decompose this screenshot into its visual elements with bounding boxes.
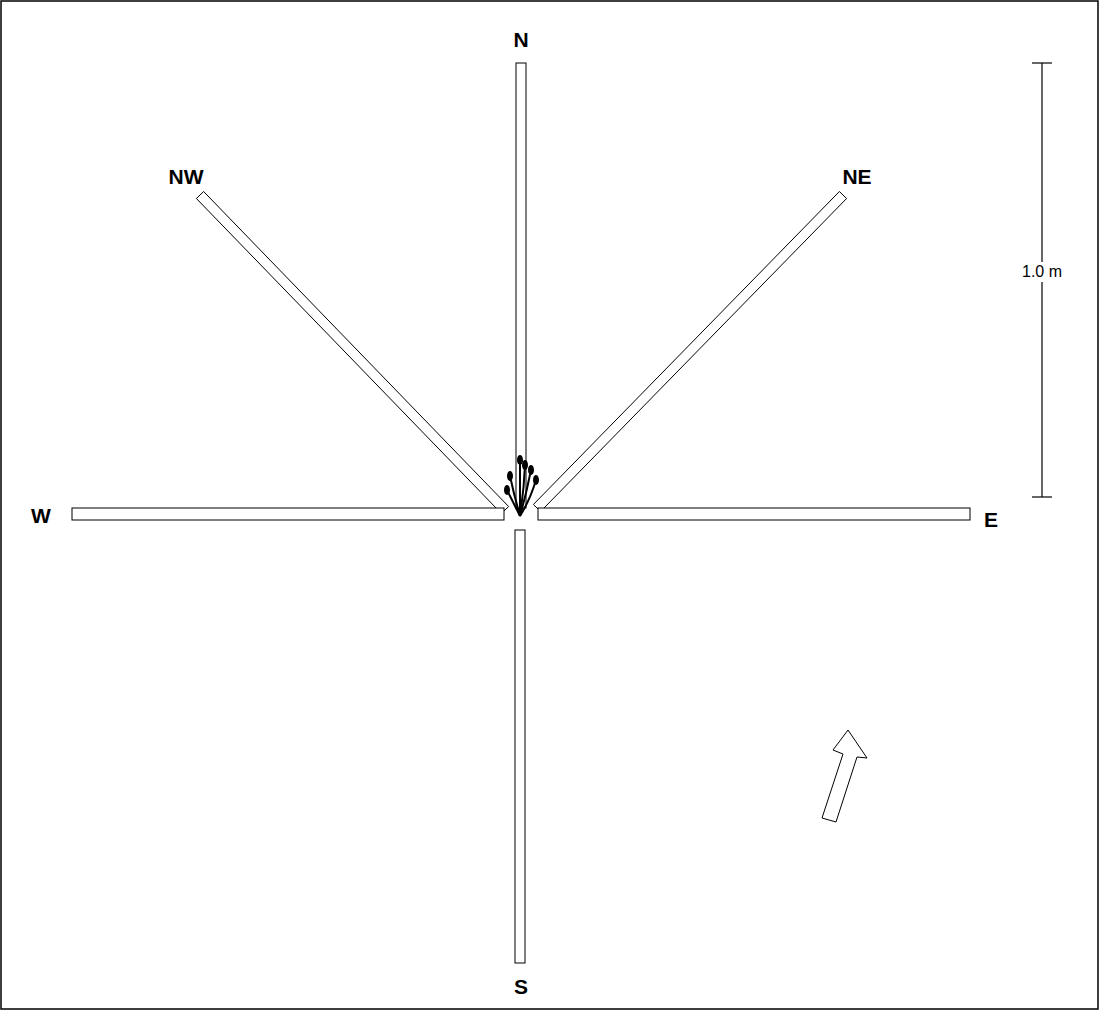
- arm-nw: [196, 192, 508, 514]
- plant-buds: [504, 455, 539, 495]
- arm-e: [538, 508, 970, 520]
- arm-ne: [533, 192, 846, 512]
- hollow-arrow: [822, 730, 867, 822]
- direction-label: N: [513, 29, 528, 50]
- plant-symbol: [507, 460, 536, 516]
- arm-n: [516, 63, 526, 508]
- arm-s: [515, 530, 525, 963]
- scale-label: 1.0 m: [1021, 262, 1063, 282]
- direction-label: S: [514, 976, 528, 997]
- direction-label: NE: [842, 166, 871, 187]
- direction-label: NW: [169, 166, 204, 187]
- arm-w: [72, 508, 504, 520]
- direction-label: W: [31, 505, 51, 526]
- arms: [72, 63, 970, 963]
- direction-label: E: [984, 509, 998, 530]
